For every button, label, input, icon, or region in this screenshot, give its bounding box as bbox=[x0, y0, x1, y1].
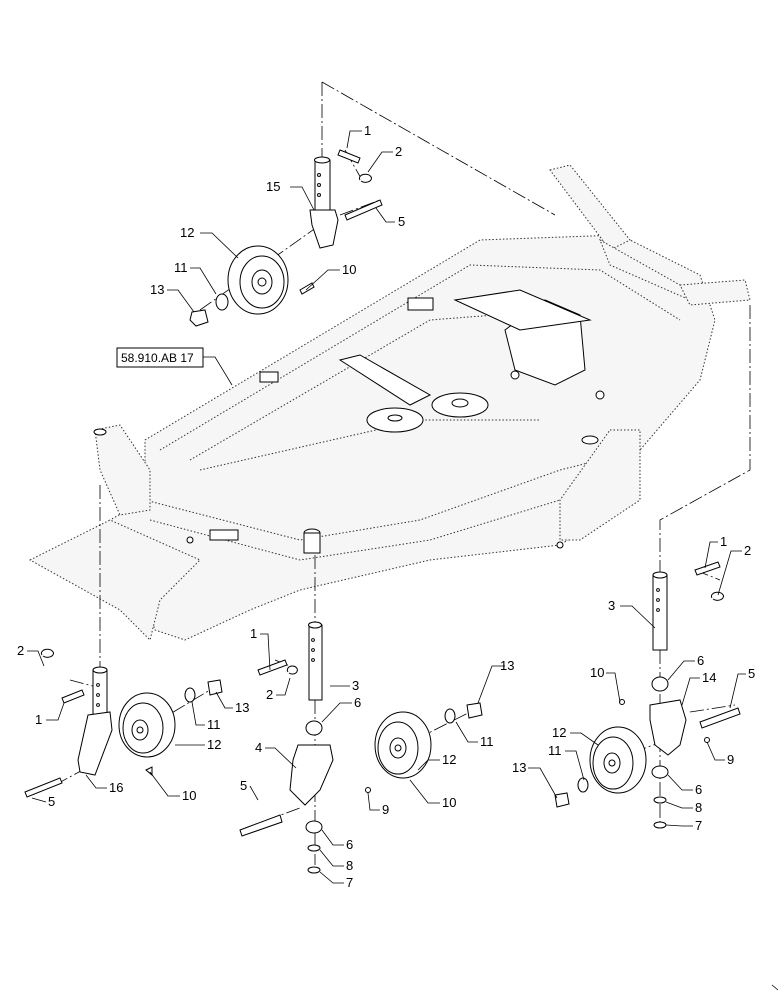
callout-mid-8: 8 bbox=[346, 858, 353, 873]
callout-mid-7: 7 bbox=[346, 875, 353, 890]
mower-deck bbox=[28, 164, 751, 641]
callout-right-2: 2 bbox=[744, 543, 751, 558]
callout-leaders bbox=[27, 130, 746, 884]
callout-right-3: 3 bbox=[608, 598, 615, 613]
callout-mid-10: 10 bbox=[442, 795, 456, 810]
callout-mid-2: 2 bbox=[266, 687, 273, 702]
callout-mid-3: 3 bbox=[352, 678, 359, 693]
callout-mid-12: 12 bbox=[442, 752, 456, 767]
callout-mid-9: 9 bbox=[382, 802, 389, 817]
callout-top-2: 2 bbox=[395, 144, 402, 159]
callout-mid-13: 13 bbox=[500, 658, 514, 673]
callout-top-1: 1 bbox=[364, 123, 371, 138]
callout-left-1: 1 bbox=[35, 712, 42, 727]
callout-left-12: 12 bbox=[207, 737, 221, 752]
callout-mid-11: 11 bbox=[480, 734, 494, 749]
callout-right-12: 12 bbox=[552, 725, 566, 740]
callout-left-16: 16 bbox=[109, 780, 123, 795]
callout-mid-6b: 6 bbox=[346, 837, 353, 852]
reference-callout[interactable]: 58.910.AB 17 bbox=[116, 347, 233, 386]
callout-top-10: 10 bbox=[342, 262, 356, 277]
callout-left-10: 10 bbox=[182, 788, 196, 803]
callout-right-8: 8 bbox=[695, 800, 702, 815]
callout-left-13: 13 bbox=[235, 700, 249, 715]
callout-left-11: 11 bbox=[207, 717, 221, 732]
right-caster-assembly bbox=[554, 561, 741, 829]
callout-top-5: 5 bbox=[398, 214, 405, 229]
corner-mark bbox=[771, 984, 779, 991]
callout-right-1: 1 bbox=[720, 534, 727, 549]
callout-right-9: 9 bbox=[727, 752, 734, 767]
callout-right-7: 7 bbox=[695, 818, 702, 833]
callout-mid-1: 1 bbox=[250, 626, 257, 641]
left-caster-assembly bbox=[24, 648, 223, 798]
callout-top-13: 13 bbox=[150, 282, 164, 297]
callout-numbers: 1 2 15 5 12 11 10 13 2 1 5 16 12 10 11 1… bbox=[17, 123, 755, 890]
callout-mid-5: 5 bbox=[240, 778, 247, 793]
callout-right-6a: 6 bbox=[697, 653, 704, 668]
callout-top-15: 15 bbox=[266, 179, 280, 194]
reference-label: 58.910.AB 17 bbox=[121, 351, 194, 365]
callout-right-13: 13 bbox=[512, 760, 526, 775]
top-caster-assembly bbox=[189, 149, 383, 327]
callout-right-5: 5 bbox=[748, 666, 755, 681]
callout-left-5: 5 bbox=[48, 794, 55, 809]
callout-mid-4: 4 bbox=[255, 740, 262, 755]
callout-top-12: 12 bbox=[180, 225, 194, 240]
middle-caster-assembly bbox=[239, 621, 483, 874]
callout-right-14: 14 bbox=[702, 670, 716, 685]
callout-right-10: 10 bbox=[590, 665, 604, 680]
callout-top-11: 11 bbox=[174, 260, 188, 275]
callout-right-11: 11 bbox=[548, 743, 562, 758]
callout-left-2: 2 bbox=[17, 643, 24, 658]
callout-right-6b: 6 bbox=[695, 782, 702, 797]
callout-mid-6a: 6 bbox=[354, 695, 361, 710]
